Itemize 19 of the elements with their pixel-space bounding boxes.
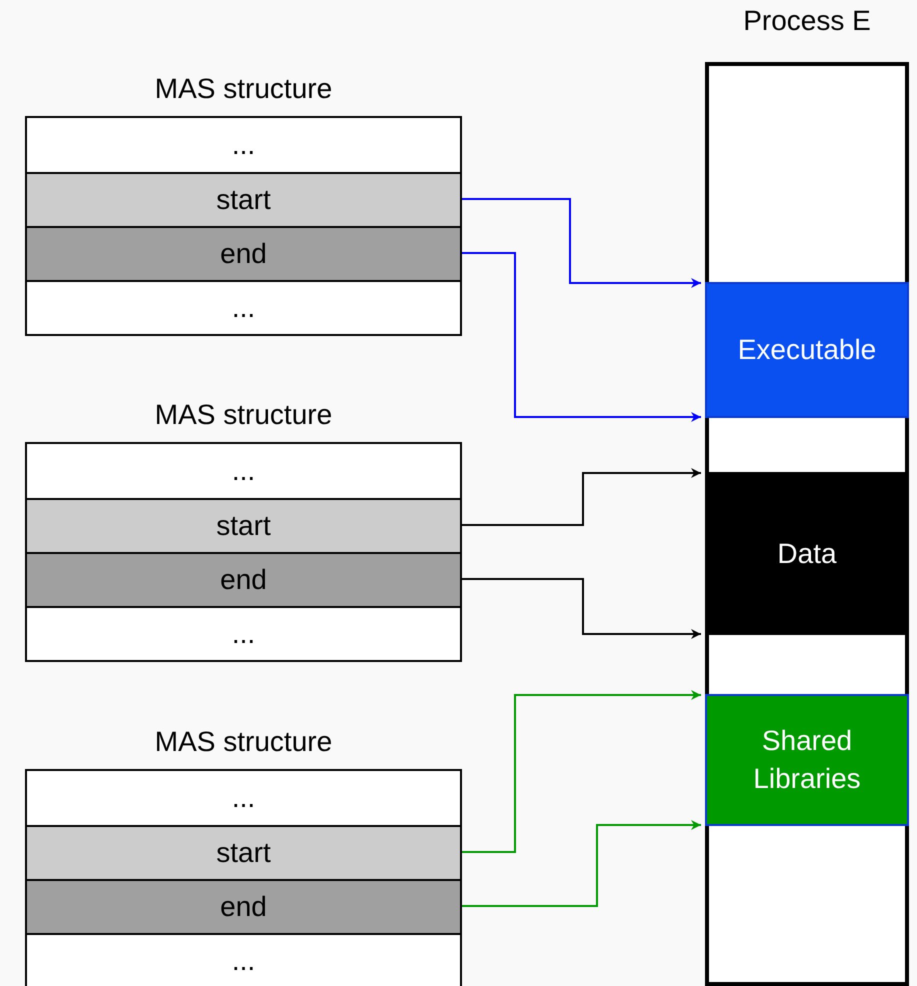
table-row: start: [27, 172, 460, 226]
arrow: [460, 820, 701, 907]
heading: MAS structure: [154, 72, 334, 106]
memory-column: [705, 62, 909, 986]
heading: MAS structure: [154, 725, 334, 759]
table-row: end: [27, 879, 460, 933]
table-row: end: [27, 226, 460, 280]
arrow: [460, 198, 701, 288]
memory-segment: Shared Libraries: [705, 694, 909, 826]
arrow: [460, 468, 701, 526]
table-row: start: [27, 498, 460, 552]
heading: Process E: [742, 4, 872, 38]
table-row: end: [27, 552, 460, 606]
heading: MAS structure: [154, 398, 334, 432]
arrow: [460, 690, 701, 853]
arrow: [460, 578, 701, 639]
arrow: [460, 252, 701, 422]
table-row: start: [27, 825, 460, 879]
memory-segment: Executable: [705, 282, 909, 418]
